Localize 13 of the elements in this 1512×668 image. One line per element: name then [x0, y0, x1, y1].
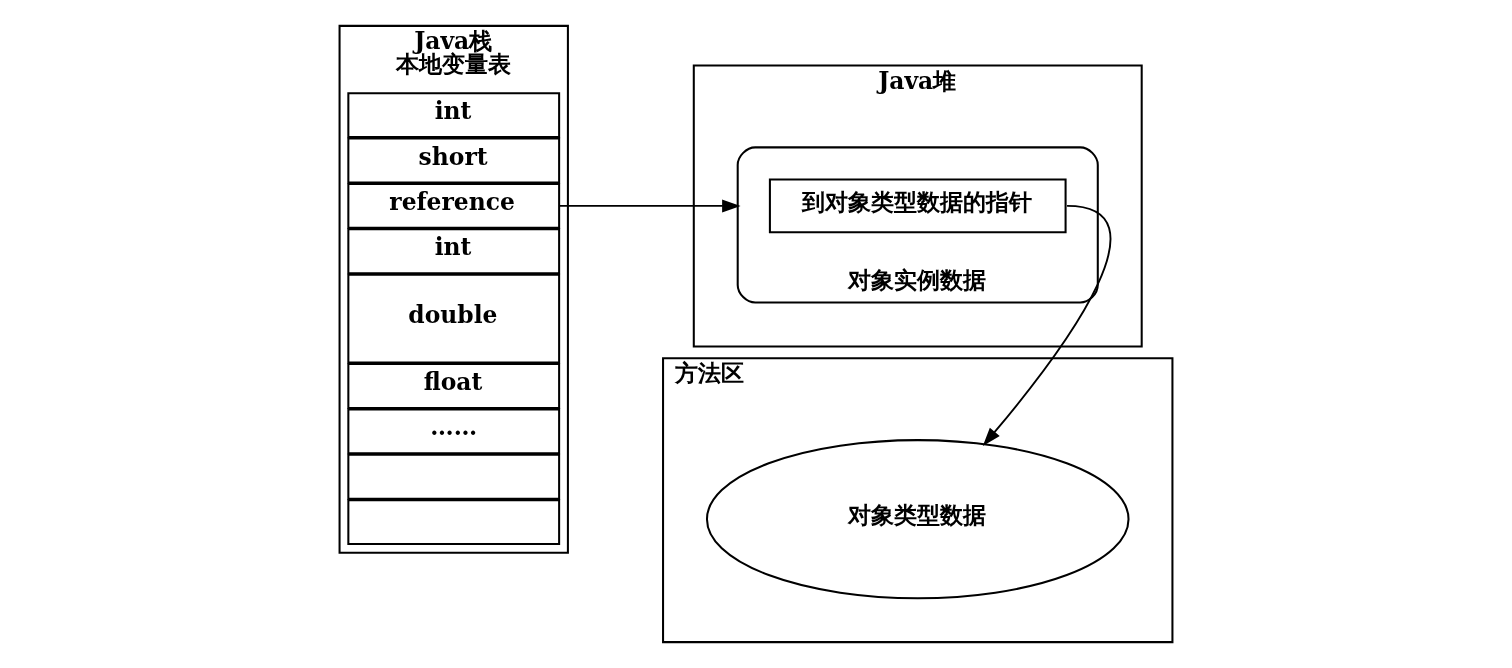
node-ellipse: 对象类型数据: [705, 439, 1130, 600]
node-box: int: [347, 92, 561, 139]
arrow: [558, 199, 741, 213]
node-box: int: [347, 228, 561, 275]
node-box: ……: [347, 408, 561, 455]
node-box: double: [347, 273, 561, 364]
node-box: [347, 453, 561, 500]
node-box: [347, 499, 561, 546]
node-box: reference: [347, 182, 561, 229]
node-box: short: [347, 137, 561, 184]
node-box: float: [347, 363, 561, 409]
arrow: [982, 204, 1112, 446]
node-box: 到对象类型数据的指针: [768, 178, 1067, 234]
